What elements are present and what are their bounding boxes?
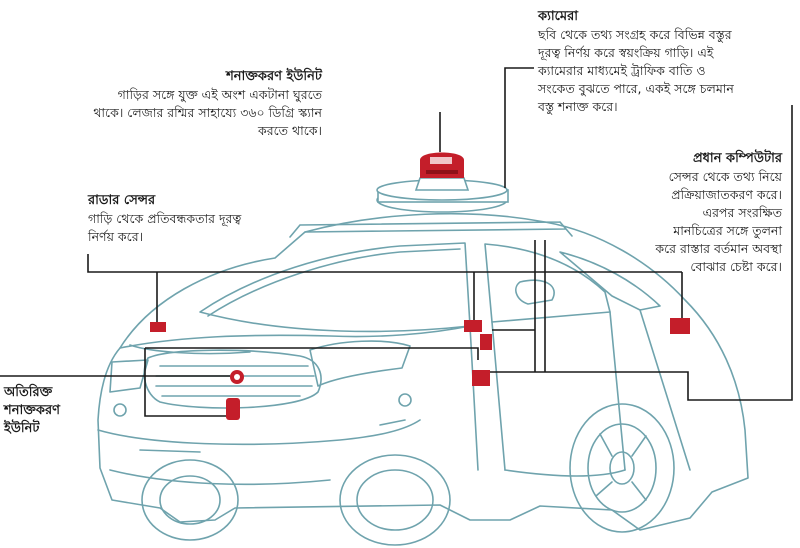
label-extra-unit-line: অতিরিক্ত [4, 385, 53, 400]
label-radar-sensor-line: নির্ণয় করে। [88, 229, 144, 244]
radar-sensor-front-left [150, 322, 166, 332]
label-extra-unit-line: শনাক্তকরণ [4, 403, 60, 418]
radar-sensor-front-center [464, 320, 482, 332]
label-camera-line: ক্যামেরার মাধ্যমেই ট্রাফিক বাতি ও [538, 63, 706, 78]
label-main-computer-line: করে রাস্তার বর্তমান অবস্থা [655, 241, 782, 256]
sensors [150, 318, 690, 420]
radar-sensor-lower [472, 370, 490, 386]
roof-sensor-unit [376, 152, 509, 213]
label-extra-detection-unit: অতিরিক্ত শনাক্তকরণ ইউনিট [4, 384, 104, 438]
label-radar-sensor: রাডার সেন্সর গাড়ি থেকে প্রতিবন্ধকতার দূ… [88, 192, 318, 246]
label-extra-unit-line: ইউনিট [4, 421, 40, 436]
label-camera-line: বস্তু শনাক্ত করে। [538, 99, 618, 114]
label-main-computer-title: প্রধান কম্পিউটার [692, 151, 782, 166]
label-camera: ক্যামেরা ছবি থেকে তথ্য সংগ্রহ করে বিভিন্… [538, 8, 778, 116]
label-main-computer: প্রধান কম্পিউটার সেন্সর থেকে তথ্য নিয়ে … [600, 150, 782, 276]
label-main-computer-line: মানচিত্রের সঙ্গে তুলনা [673, 223, 782, 238]
label-detection-unit-line: গাড়ির সঙ্গে যুক্ত এই অংশ একটানা ঘুরতে [117, 87, 322, 102]
extra-detection-unit [226, 398, 240, 420]
radar-sensor-center-2 [480, 334, 492, 350]
label-camera-line: সংকেত বুঝতে পারে, একই সঙ্গে চলমান [538, 81, 734, 96]
label-detection-unit-line: থাকে। লেজার রশ্মির সাহায্যে ৩৬০ ডিগ্রি স… [93, 105, 322, 120]
label-main-computer-line: এরপর সংরক্ষিত [702, 205, 782, 220]
label-radar-sensor-title: রাডার সেন্সর [88, 193, 156, 208]
roof-camera-dome [420, 152, 464, 178]
label-camera-line: ছবি থেকে তথ্য সংগ্রহ করে বিভিন্ন বস্তুর [538, 27, 732, 42]
label-radar-sensor-line: গাড়ি থেকে প্রতিবন্ধকতার দূরত্ব [88, 211, 242, 226]
leader-lines [0, 67, 793, 417]
label-detection-unit-line: করতে থাকে। [258, 123, 322, 138]
radar-sensor-rear [670, 318, 690, 334]
label-main-computer-line: সেন্সর থেকে তথ্য নিয়ে [668, 169, 782, 184]
label-detection-unit: শনাক্তকরণ ইউনিট গাড়ির সঙ্গে যুক্ত এই অং… [60, 68, 322, 140]
label-camera-line: দূরত্ব নির্ণয় করে স্বয়ংক্রিয় গাড়ি। এ… [538, 45, 714, 60]
label-camera-title: ক্যামেরা [538, 9, 578, 24]
label-detection-unit-title: শনাক্তকরণ ইউনিট [226, 69, 322, 84]
label-main-computer-line: বোঝার চেষ্টা করে। [690, 259, 782, 274]
label-main-computer-line: প্রক্রিয়াজাতকরণ করে। [671, 187, 782, 202]
